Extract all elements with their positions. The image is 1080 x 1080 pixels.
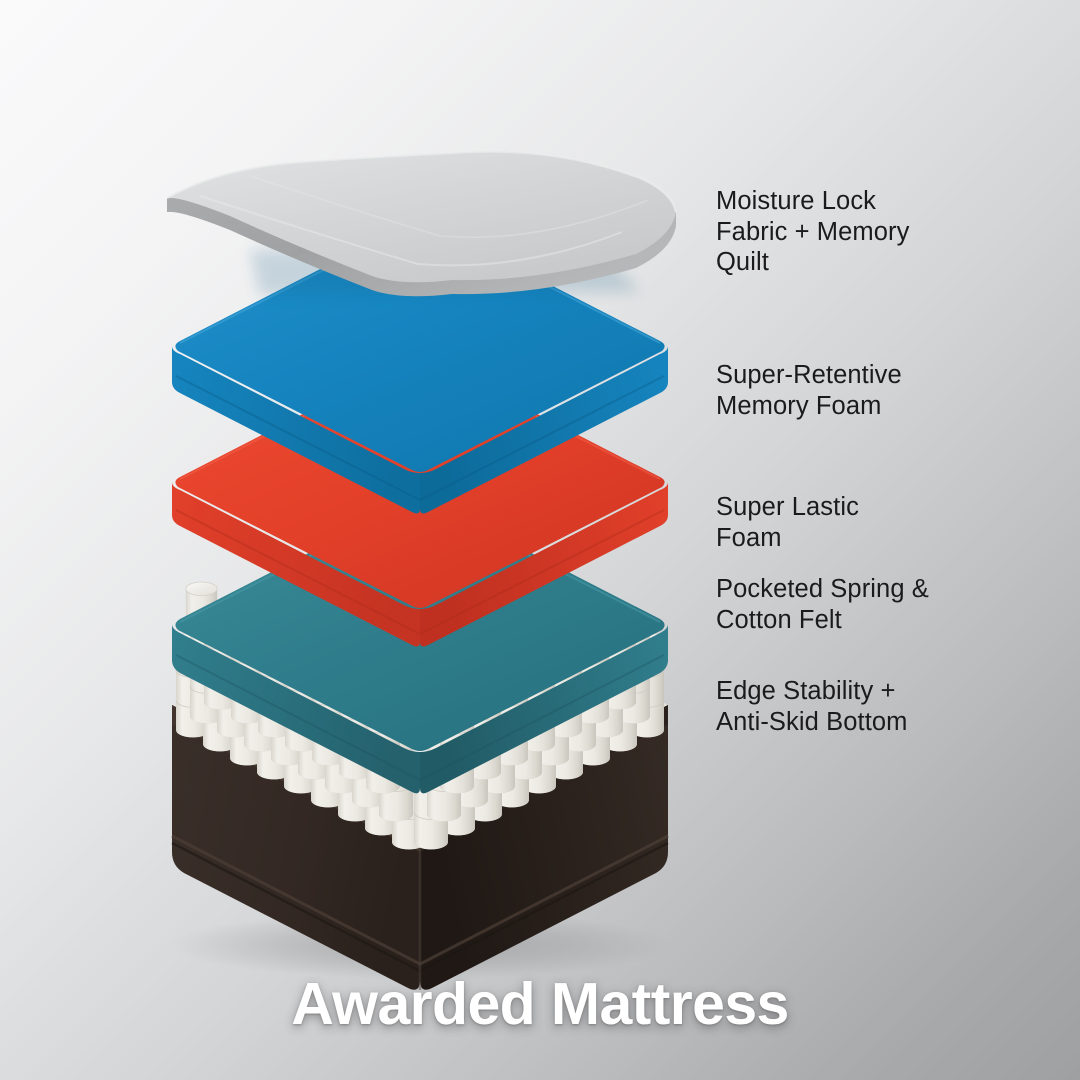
label-edge-stability-anti-skid-bottom: Edge Stability + Anti-Skid Bottom <box>716 677 908 736</box>
page-title: Awarded Mattress <box>291 971 789 1037</box>
layer-cover <box>166 150 678 297</box>
label-super-lastic-foam: Super Lastic Foam <box>716 493 859 552</box>
label-pocketed-spring-cotton-felt: Pocketed Spring & Cotton Felt <box>716 575 929 634</box>
label-moisture-lock-fabric-memory-quilt: Moisture Lock Fabric + Memory Quilt <box>716 187 910 276</box>
label-super-retentive-memory-foam: Super-Retentive Memory Foam <box>716 361 902 420</box>
